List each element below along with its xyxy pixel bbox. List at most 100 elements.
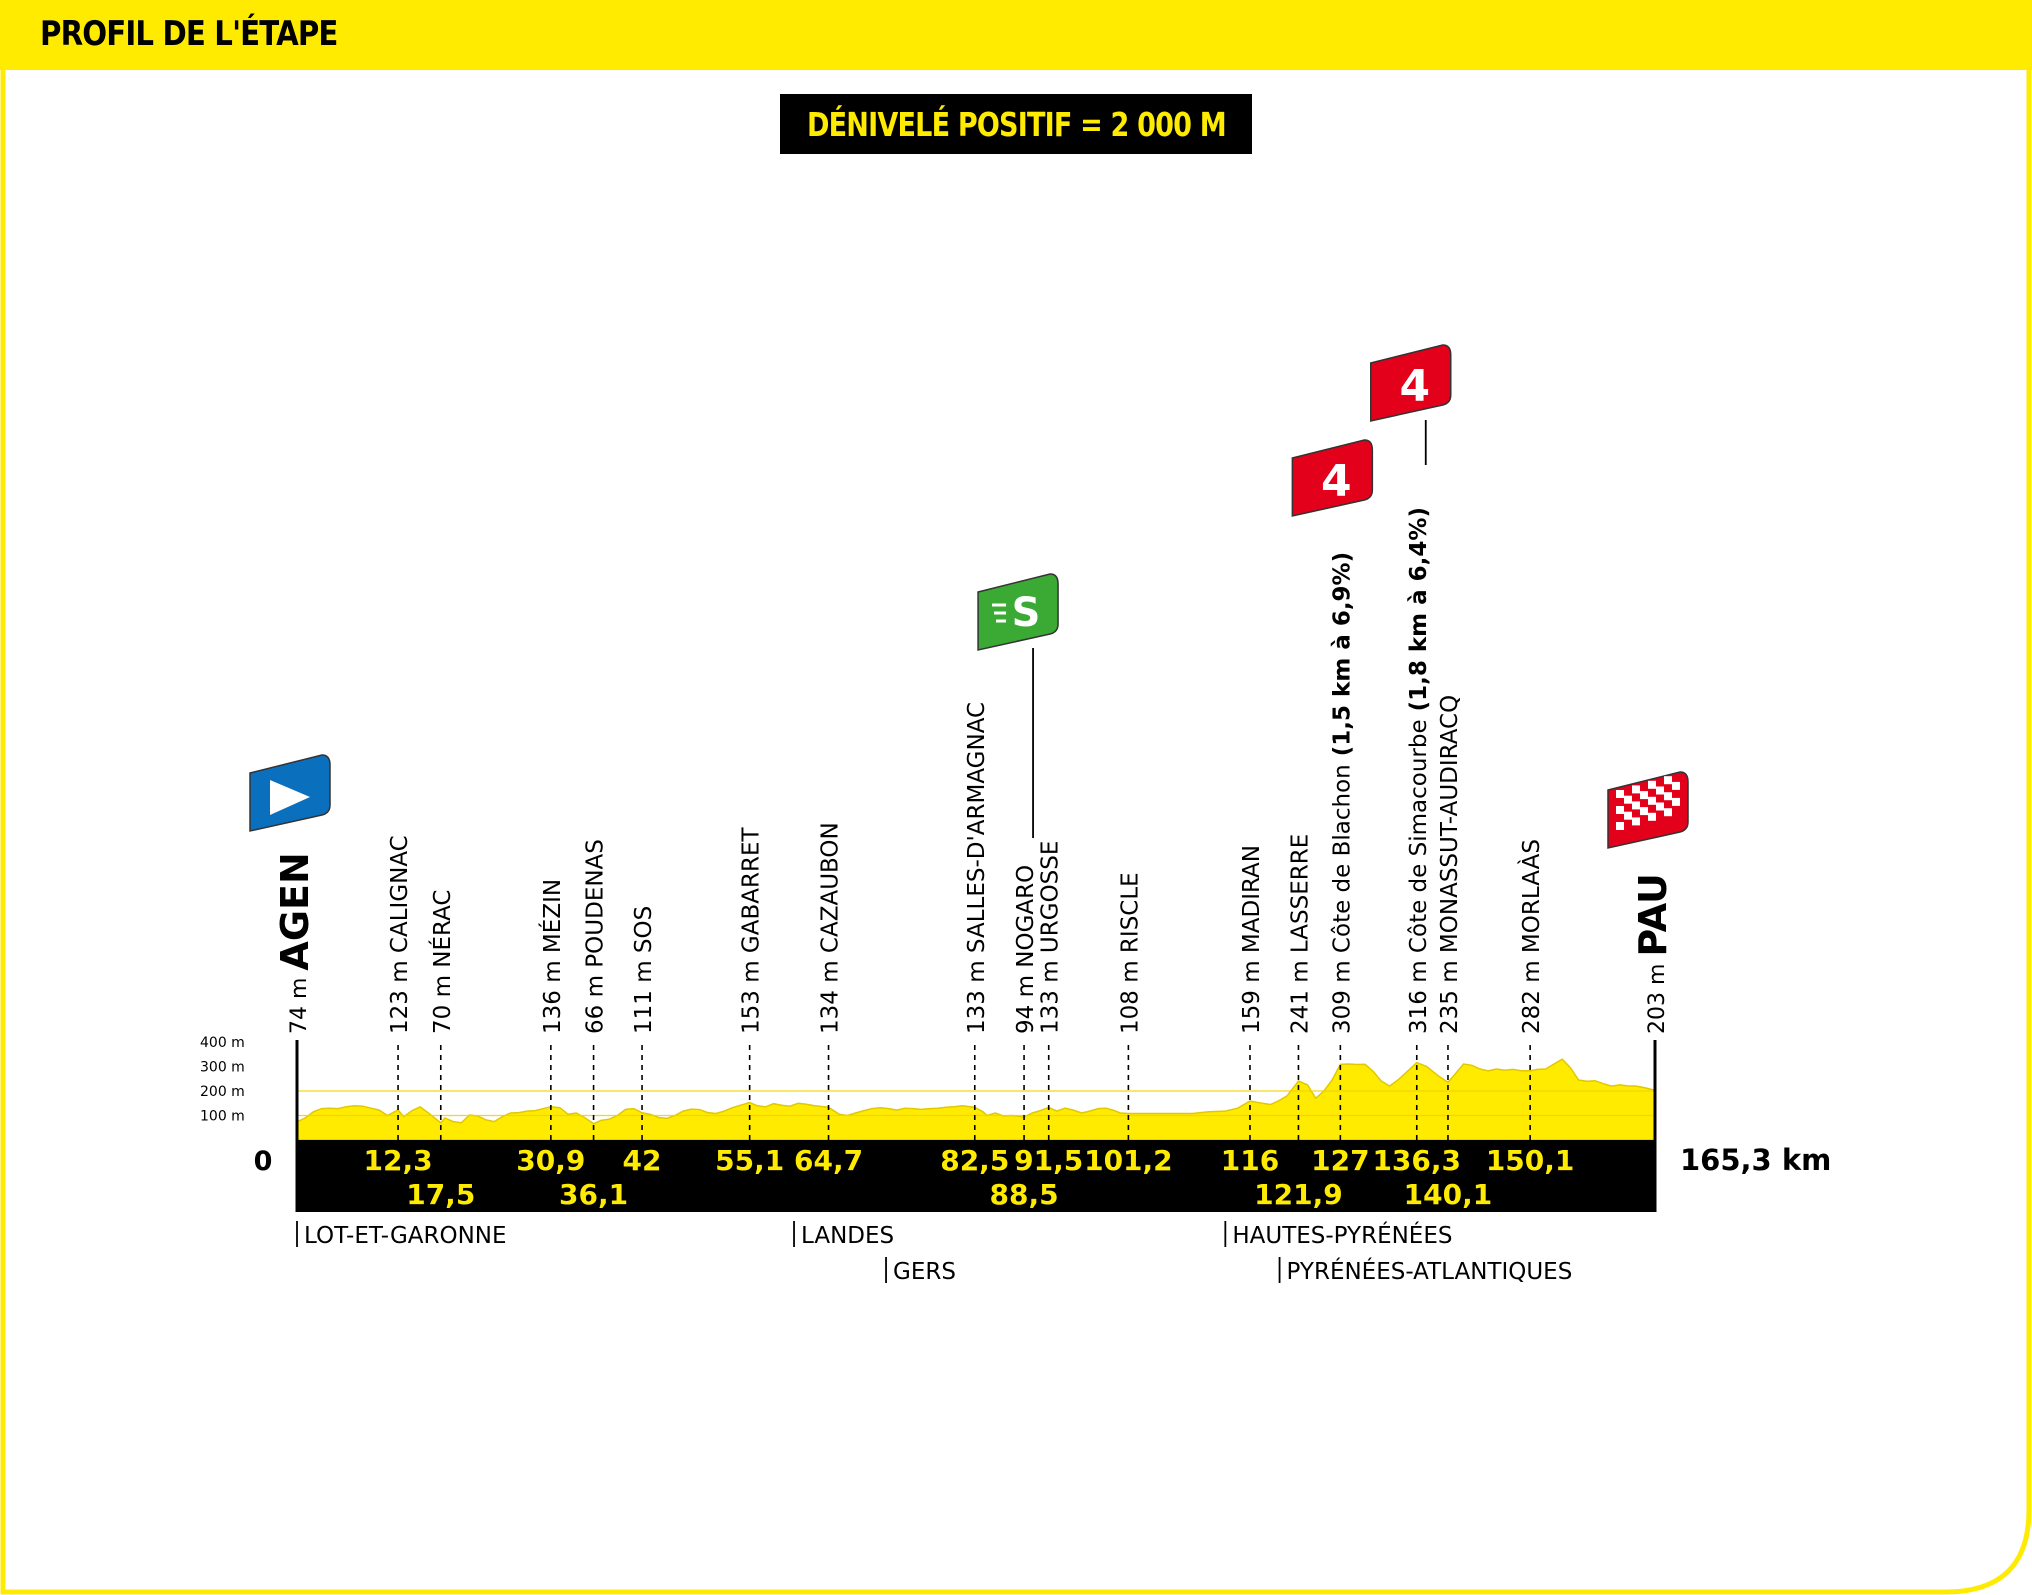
waypoint-altitude: 108 m xyxy=(1117,953,1143,1034)
waypoint-km-label: 127 xyxy=(1311,1144,1369,1177)
waypoint-name: SALLES-D'ARMAGNAC xyxy=(964,702,990,953)
y-tick-label: 300 m xyxy=(200,1060,245,1076)
waypoint-name: CAZAUBON xyxy=(818,822,844,953)
waypoint-altitude: 133 m xyxy=(964,953,990,1034)
waypoint-name: MORLAÀS xyxy=(1517,839,1545,953)
checker-square xyxy=(1624,795,1632,804)
waypoint-name: PAU xyxy=(1631,873,1675,956)
waypoint-altitude: 316 m xyxy=(1406,953,1432,1034)
waypoint-km-label: 150,1 xyxy=(1486,1144,1575,1177)
waypoint-altitude: 74 m xyxy=(287,971,312,1034)
waypoint-km-label: 17,5 xyxy=(406,1178,475,1211)
waypoint-name: MADIRAN xyxy=(1239,845,1265,953)
page-title: PROFIL DE L'ÉTAPE xyxy=(40,14,338,54)
waypoint-name: NOGARO xyxy=(1013,865,1039,968)
climb-flag xyxy=(1370,344,1452,422)
checker-square xyxy=(1672,781,1680,790)
waypoint-name: URGOSSE xyxy=(1038,841,1064,953)
waypoint-km-label: 116 xyxy=(1221,1144,1279,1177)
waypoint-altitude: 94 m xyxy=(1013,968,1039,1034)
play-icon xyxy=(270,780,310,815)
header-band xyxy=(0,0,2032,70)
waypoint-altitude: 70 m xyxy=(430,968,456,1034)
end-distance-label: 165,3 km xyxy=(1680,1143,1831,1177)
checker-square xyxy=(1640,807,1648,816)
waypoint-km-label: 140,1 xyxy=(1404,1178,1493,1211)
waypoint-label: 133 m URGOSSE xyxy=(1038,841,1064,1034)
elevation-badge-text: DÉNIVELÉ POSITIF = 2 000 M xyxy=(806,104,1227,144)
y-tick-label: 100 m xyxy=(200,1109,245,1125)
waypoint-km-label: 91,5 xyxy=(1014,1144,1083,1177)
checker-square xyxy=(1656,802,1664,811)
waypoint-label: 153 m GABARRET xyxy=(739,826,765,1034)
waypoint-label: 203 m PAU xyxy=(1631,873,1675,1034)
waypoint-km-label: 42 xyxy=(623,1144,662,1177)
waypoint-altitude: 134 m xyxy=(818,953,844,1034)
waypoint-label: 66 m POUDENAS xyxy=(583,839,609,1034)
waypoint-km-label: 12,3 xyxy=(364,1144,433,1177)
waypoint-altitude: 309 m xyxy=(1329,953,1355,1034)
checker-square xyxy=(1656,786,1664,795)
checker-square xyxy=(1664,792,1672,801)
y-tick-label: 400 m xyxy=(200,1035,245,1051)
waypoint-name: POUDENAS xyxy=(583,839,609,968)
waypoint-label: 133 m SALLES-D'ARMAGNAC xyxy=(964,702,990,1034)
climb-category-label: 4 xyxy=(1321,456,1352,507)
climb-flag xyxy=(1291,439,1374,517)
department-label: LANDES xyxy=(801,1223,894,1249)
waypoint-label: 316 m Côte de Simacourbe (1,8 km à 6,4%) xyxy=(1406,507,1432,1034)
checker-square xyxy=(1664,808,1672,817)
waypoint-altitude: 153 m xyxy=(739,953,765,1034)
start-distance-label: 0 xyxy=(254,1146,273,1177)
waypoint-label: 111 m SOS xyxy=(631,906,657,1034)
waypoint-altitude: 282 m xyxy=(1519,953,1545,1034)
waypoint-km-label: 64,7 xyxy=(794,1144,863,1177)
elevation-badge: DÉNIVELÉ POSITIF = 2 000 M xyxy=(780,94,1252,154)
waypoint-name: LASSERRE xyxy=(1287,834,1313,953)
checker-square xyxy=(1632,817,1640,826)
sprint-symbol: S xyxy=(1012,590,1041,636)
waypoint-name: CALIGNAC xyxy=(387,835,413,953)
checker-square xyxy=(1624,811,1632,820)
checkered-icon xyxy=(1616,776,1680,830)
waypoint-km-label: 55,1 xyxy=(715,1144,784,1177)
checker-square xyxy=(1616,822,1624,830)
checker-square xyxy=(1616,790,1624,798)
checker-square xyxy=(1664,776,1672,785)
waypoint-name: MÉZIN xyxy=(538,879,566,953)
waypoint-name: SOS xyxy=(631,906,657,953)
elevation-area xyxy=(296,1058,1656,1141)
department-label: HAUTES-PYRÉNÉES xyxy=(1232,1221,1452,1249)
checker-square xyxy=(1632,785,1640,794)
waypoint-name: RISCLE xyxy=(1117,872,1143,953)
waypoint-altitude: 111 m xyxy=(631,953,657,1034)
waypoint-name: Côte de Simacourbe xyxy=(1406,719,1432,953)
checker-square xyxy=(1648,780,1656,789)
department-label: PYRÉNÉES-ATLANTIQUES xyxy=(1287,1257,1573,1285)
waypoint-name: GABARRET xyxy=(739,826,765,953)
waypoint-name: NÉRAC xyxy=(428,890,456,968)
waypoint-altitude: 133 m xyxy=(1038,953,1064,1034)
waypoint-altitude: 241 m xyxy=(1287,953,1313,1034)
department-label: GERS xyxy=(893,1259,956,1285)
sprint-flag xyxy=(977,573,1059,651)
waypoint-label: 94 m NOGARO xyxy=(1013,865,1039,1034)
climb-detail: (1,8 km à 6,4%) xyxy=(1406,507,1432,719)
waypoint-altitude: 136 m xyxy=(540,953,566,1034)
waypoint-label: 309 m Côte de Blachon (1,5 km à 6,9%) xyxy=(1329,552,1355,1034)
checker-square xyxy=(1632,801,1640,810)
waypoint-km-label: 30,9 xyxy=(516,1144,585,1177)
waypoint-name: Côte de Blachon xyxy=(1329,764,1355,953)
checker-square xyxy=(1648,796,1656,805)
waypoint-km-label: 82,5 xyxy=(940,1144,1009,1177)
waypoint-label: 282 m MORLAÀS xyxy=(1517,839,1545,1034)
waypoint-name: MONASSUT-AUDIRACQ xyxy=(1437,695,1463,953)
waypoint-label: 134 m CAZAUBON xyxy=(818,822,844,1034)
waypoint-label: 136 m MÉZIN xyxy=(538,879,566,1034)
waypoint-altitude: 159 m xyxy=(1239,953,1265,1034)
waypoint-label: 235 m MONASSUT-AUDIRACQ xyxy=(1437,695,1463,1034)
waypoint-km-label: 88,5 xyxy=(990,1178,1059,1211)
y-tick-label: 200 m xyxy=(200,1084,245,1100)
